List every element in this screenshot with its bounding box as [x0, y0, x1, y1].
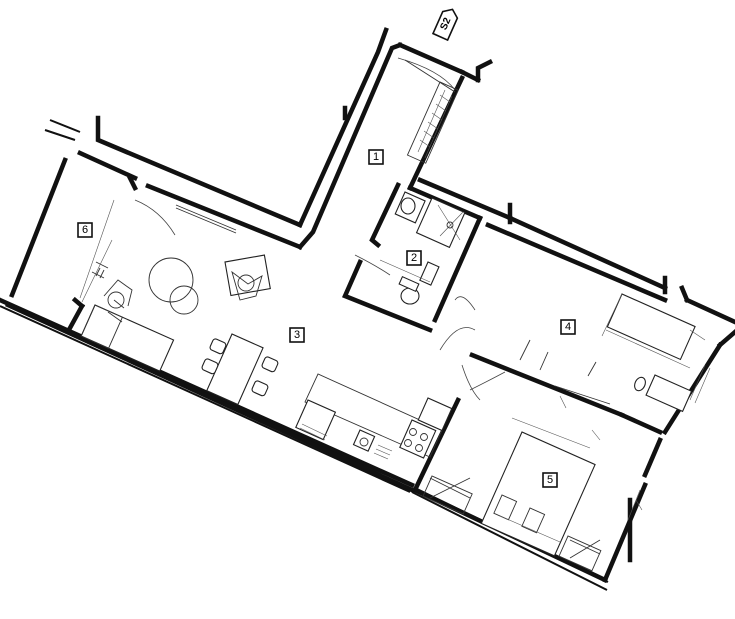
room-label-6: 6	[77, 222, 93, 238]
doors	[134, 57, 506, 401]
room-label-5: 5	[542, 472, 558, 488]
bathroom-fixtures	[379, 191, 466, 305]
svg-text:2: 2	[411, 252, 417, 264]
bedroom-5-furniture	[422, 395, 643, 572]
svg-text:4: 4	[565, 321, 571, 333]
room-label-4: 4	[560, 319, 576, 335]
svg-text:1: 1	[373, 151, 379, 163]
bedroom-4-furniture	[519, 293, 711, 413]
walls	[0, 27, 735, 591]
room-label-2: 2	[406, 250, 422, 266]
living-room-furniture	[148, 204, 453, 460]
entrance-tag-label: S2	[438, 16, 453, 32]
svg-text:6: 6	[82, 224, 88, 236]
entrance-closet	[406, 81, 459, 164]
entrance-tag: S2	[431, 8, 459, 42]
room-6-furniture	[79, 199, 175, 372]
room-label-3: 3	[289, 327, 305, 343]
svg-text:5: 5	[547, 474, 553, 486]
svg-text:3: 3	[294, 329, 300, 341]
room-label-1: 1	[368, 149, 384, 165]
